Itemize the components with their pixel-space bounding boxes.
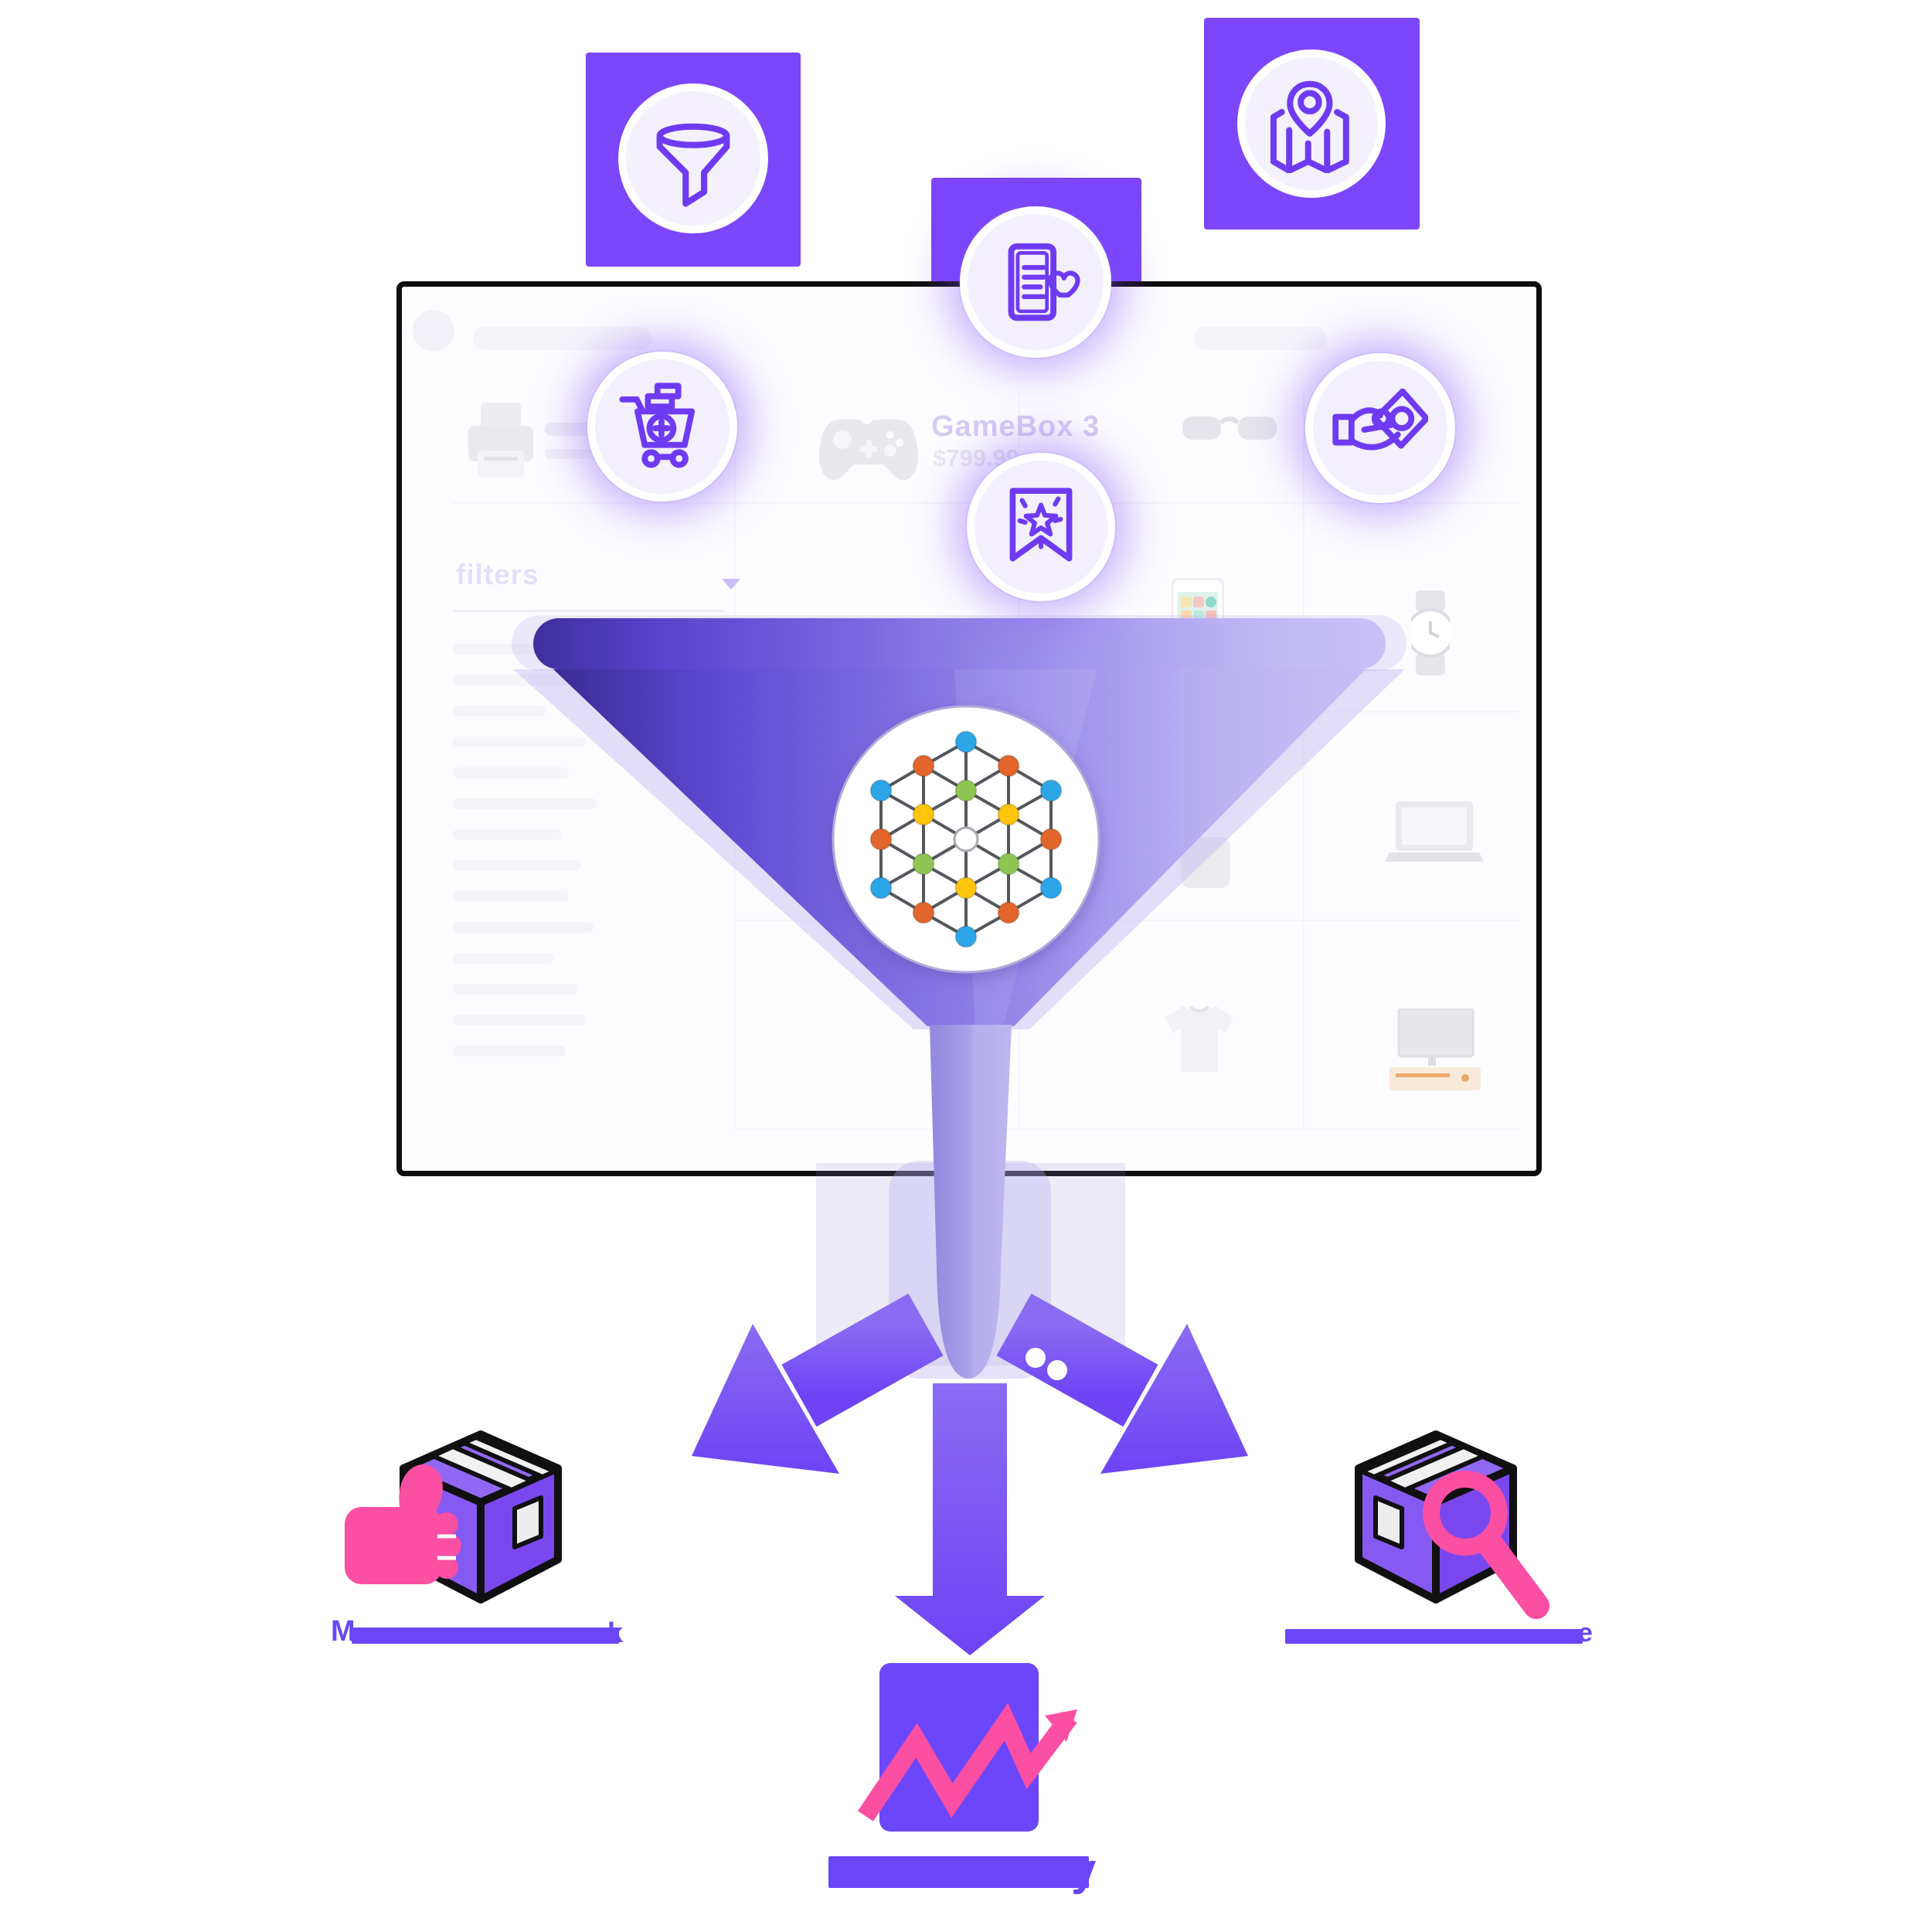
- search-package-icon: [1355, 1430, 1549, 1619]
- filters-title: filters: [456, 559, 539, 590]
- tv-console-product-icon: [1389, 1009, 1481, 1090]
- arrow-left-shaft: [781, 1293, 944, 1427]
- cash-in-hand-icon: [1332, 388, 1428, 451]
- arrow-right-head: [1100, 1324, 1248, 1474]
- thumbs-up-icon: [345, 1464, 461, 1584]
- funnel-rim: [533, 618, 1386, 669]
- magnifier-icon: [1423, 1471, 1549, 1619]
- grid-divider: [1303, 390, 1304, 1129]
- label-left-redaction-bar: [352, 1628, 619, 1644]
- add-to-cart-circle: [587, 352, 737, 502]
- tshirt-product-icon: [1165, 1005, 1233, 1072]
- bookmark-circle: [967, 453, 1115, 601]
- filter-badge: [586, 53, 801, 267]
- arrow-left-head: [692, 1324, 839, 1474]
- filter-badge-circle: [618, 83, 768, 233]
- grid-divider: [734, 920, 1519, 921]
- bookmark-star-icon: [1009, 488, 1073, 562]
- sidebar-divider: [453, 610, 725, 612]
- avatar: [413, 310, 454, 352]
- add-to-cart-icon: [619, 383, 696, 468]
- sunglasses-product-icon: [1182, 417, 1277, 440]
- label-right-fragment-end: e: [1578, 1618, 1593, 1648]
- label-right-redaction-bar: [1285, 1629, 1583, 1644]
- arrow-right-shaft: [996, 1293, 1158, 1427]
- network-graph-icon: [832, 705, 1100, 974]
- featured-product-name: GameBox 3: [931, 410, 1100, 443]
- thumbs-up-package-icon: [345, 1430, 562, 1604]
- trend-badge: [858, 1663, 1077, 1832]
- grid-divider: [734, 1128, 1519, 1130]
- wishlist-circle: [960, 206, 1111, 358]
- arrow-down: [895, 1383, 1045, 1655]
- search-input[interactable]: [473, 327, 652, 350]
- outflow-arrows: [692, 1293, 1248, 1655]
- filters-caret-icon[interactable]: [722, 579, 740, 590]
- map-badge: [1204, 18, 1420, 230]
- laptop-product-icon: [1385, 801, 1484, 862]
- map-location-icon: [1270, 80, 1349, 173]
- controller-product-icon: [819, 412, 918, 481]
- cashback-circle: [1305, 353, 1455, 503]
- funnel-filter-icon: [656, 123, 730, 207]
- wishlist-checklist-icon: [1008, 243, 1080, 321]
- secondary-search-input[interactable]: [1194, 327, 1327, 350]
- label-left-fragment-start: M: [331, 1615, 355, 1648]
- map-badge-circle: [1237, 49, 1386, 198]
- label-bottom-redaction-bar: [828, 1856, 1089, 1888]
- trend-zigzag-arrow-icon: [858, 1702, 1077, 1821]
- watch-product-icon: [1411, 590, 1450, 675]
- printer-product-icon: [468, 403, 533, 477]
- funnel-stem: [930, 1025, 1012, 1379]
